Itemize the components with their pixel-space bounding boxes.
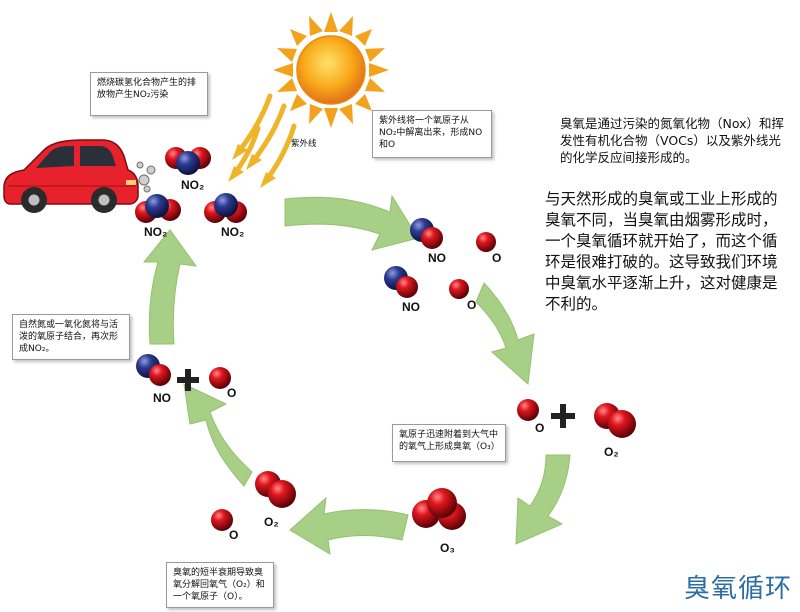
arrow-left-lower (183, 383, 253, 487)
atom-o-2 (449, 279, 469, 299)
ozone-decay-text: 臭氧的短半衰期导致臭氧分解回氧气（O₂）和一个氧原子（O）。 (173, 568, 265, 602)
atom-o-5 (209, 367, 231, 389)
ozone-decay-box: 臭氧的短半衰期导致臭氧分解回氧气（O₂）和一个氧原子（O）。 (166, 562, 274, 608)
atom-o-4 (211, 509, 233, 531)
label-o2-1: O₂ (604, 445, 619, 459)
molecule-no-3 (136, 354, 171, 386)
arrow-bottom (289, 496, 409, 555)
label-o2-2: O₂ (264, 515, 279, 529)
plus-sign-right (551, 404, 575, 428)
label-no-1: NO (428, 251, 446, 265)
molecule-o2-2 (255, 471, 296, 508)
ozone-form-box: 氧原子迅速附着到大气中的氧气上形成臭氧（O₃） (392, 424, 506, 462)
molecule-o2-1 (594, 403, 636, 438)
label-no2-a: NO₂ (181, 178, 204, 192)
label-no-2: NO (402, 300, 420, 314)
uv-rays (233, 93, 297, 181)
no-recombine-text: 自然氮或一氧化氮将与活泼的氧原子结合，再次形成NO₂。 (19, 320, 119, 354)
intro-note: 臭氧是通过污染的氮氧化物（Nox）和挥发性有机化合物（VOCs）以及紫外线光的化… (560, 116, 785, 165)
label-o3: O₃ (440, 541, 455, 555)
ozone-form-text: 氧原子迅速附着到大气中的氧气上形成臭氧（O₃） (399, 430, 500, 452)
arrow-left-upper (142, 229, 198, 345)
label-o-3: O (535, 421, 544, 435)
uv-ray-heads (228, 144, 276, 188)
label-no2-c: NO₂ (221, 225, 244, 239)
uv-label: 紫外线 (291, 138, 317, 149)
uv-split-box: 紫外线将一个氧原子从NO₂中解离出来，形成NO和O (372, 110, 492, 158)
car-emission-box: 燃烧碳氢化合物产生的排放物产生NO₂污染 (90, 72, 208, 116)
label-o-5: O (227, 386, 236, 400)
atom-o-3 (517, 399, 539, 421)
label-o-4: O (229, 528, 238, 542)
arrow-right-upper (475, 282, 535, 386)
uv-split-text: 紫外线将一个氧原子从NO₂中解离出来，形成NO和O (379, 116, 483, 150)
label-no-3: NO (153, 391, 171, 405)
molecule-no-1 (410, 218, 443, 249)
exhaust-smoke-icon (136, 161, 156, 193)
molecule-no2-b (135, 194, 181, 223)
car-icon (3, 139, 139, 213)
molecule-no2-a (165, 147, 211, 175)
arrow-right-lower (515, 454, 571, 545)
label-o-2: O (467, 298, 476, 312)
molecule-no-2 (384, 266, 418, 298)
molecule-no2-c (204, 193, 247, 223)
sun-icon (273, 12, 389, 128)
label-no2-b: NO₂ (144, 225, 167, 239)
label-o-1: O (492, 251, 501, 265)
atom-o-1 (476, 232, 496, 252)
no-recombine-box: 自然氮或一氧化氮将与活泼的氧原子结合，再次形成NO₂。 (12, 314, 130, 360)
plus-sign-left (177, 369, 199, 391)
main-note: 与天然形成的臭氧或工业上形成的臭氧不同，当臭氧由烟雾形成时，一个臭氧循环就开始了… (545, 190, 778, 313)
diagram-title: 臭氧循环 (684, 574, 793, 604)
molecule-o3 (412, 488, 466, 530)
cycle-arrows (142, 194, 571, 555)
arrow-top (284, 194, 419, 251)
car-emission-text: 燃烧碳氢化合物产生的排放物产生NO₂污染 (97, 78, 197, 100)
